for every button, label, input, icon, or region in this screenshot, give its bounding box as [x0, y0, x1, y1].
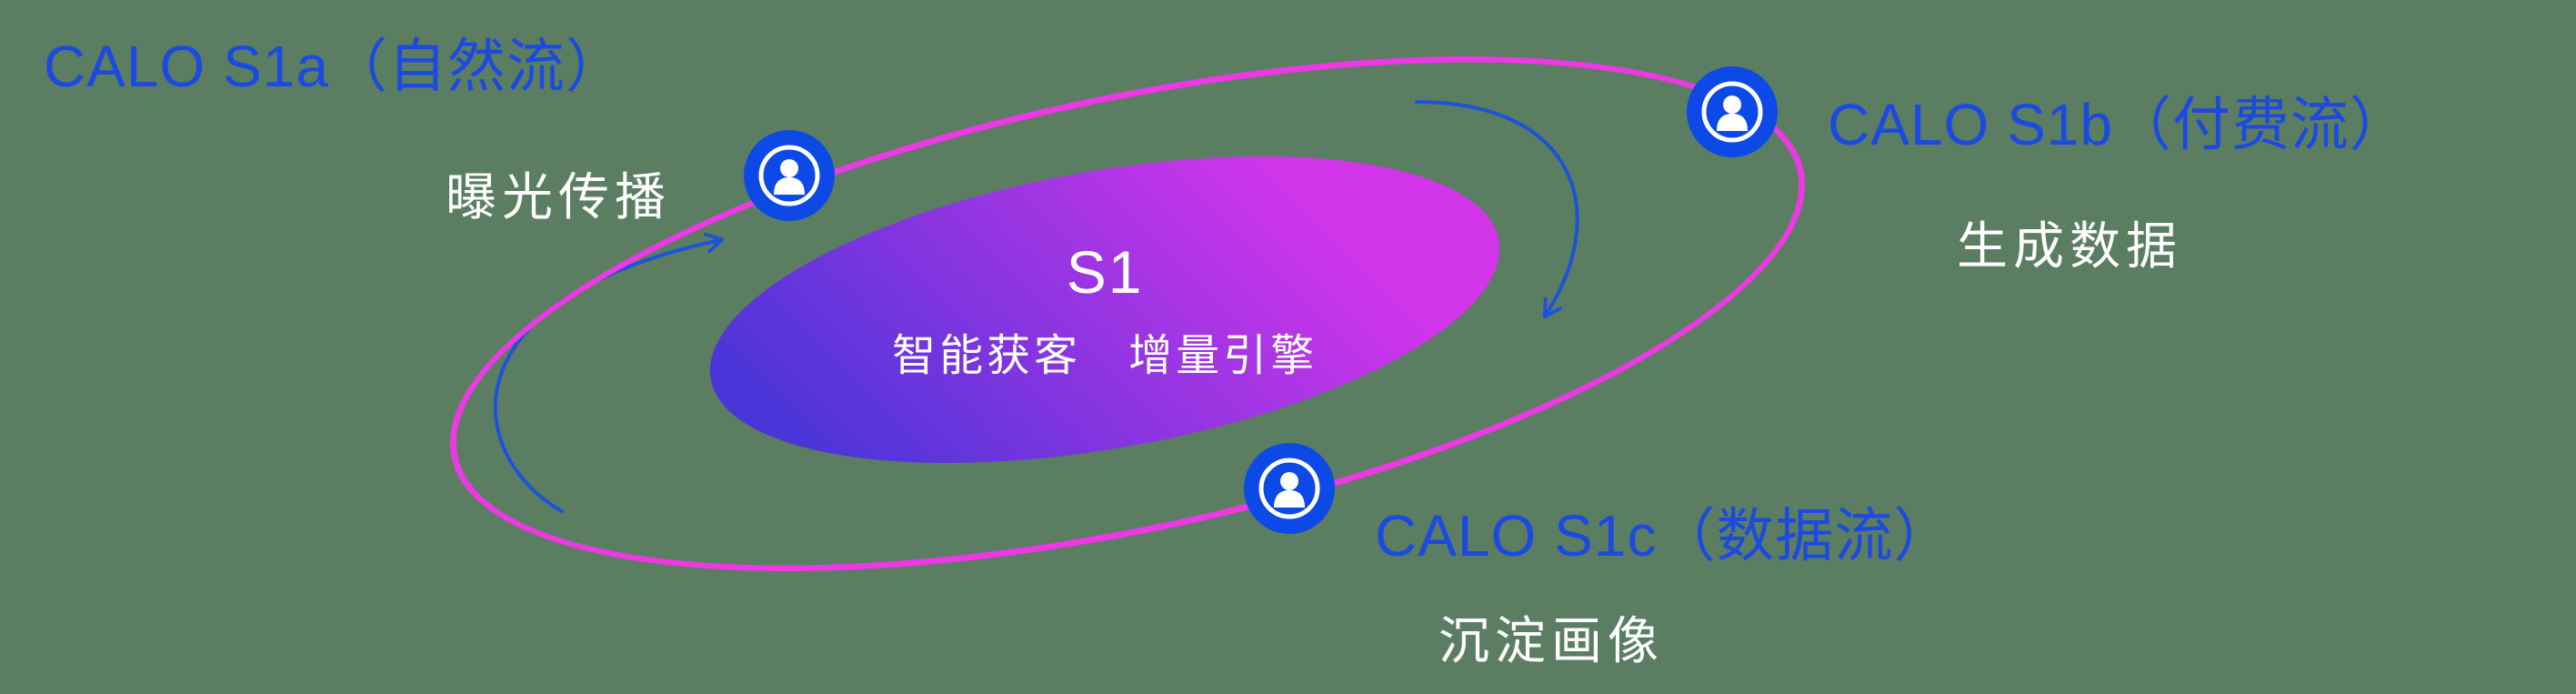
- label-s1b: CALO S1b（付费流）: [1828, 92, 2409, 157]
- core-subtitle: 智能获客 增量引擎: [891, 331, 1318, 380]
- core-text-block: S1 智能获客 增量引擎: [892, 237, 1318, 383]
- core-title: S1: [1066, 237, 1144, 306]
- label-s1a: CALO S1a（自然流）: [44, 34, 625, 99]
- user-in-circle-icon-s1a: [744, 130, 835, 221]
- user-in-circle-icon-s1c: [1244, 443, 1335, 534]
- label-s1c: CALO S1c（数据流）: [1375, 503, 1953, 568]
- sublabel-s1a: 曝光传播: [446, 168, 671, 226]
- sublabel-s1b: 生成数据: [1957, 217, 2182, 275]
- sublabel-s1c: 沉淀画像: [1438, 612, 1664, 669]
- user-in-circle-icon-s1b: [1687, 66, 1778, 157]
